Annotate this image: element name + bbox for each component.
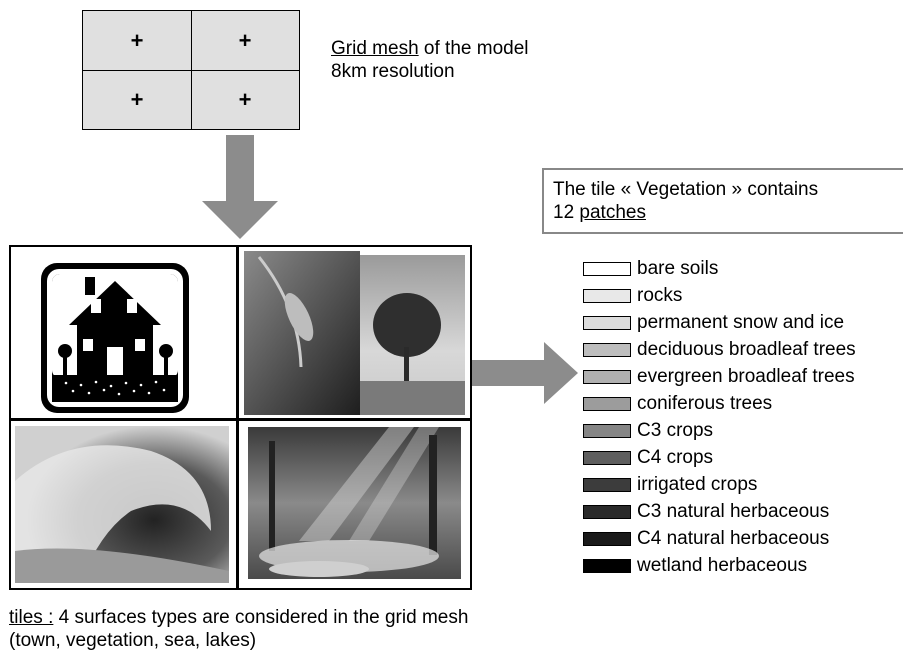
lakes-forest-icon [248,427,461,579]
legend-label: rocks [637,285,683,306]
vegetation-photo-icon [244,251,465,415]
grid-mesh: + + + + [82,10,300,130]
grid-caption-rest: of the model [418,38,529,59]
legend-swatch [583,316,631,330]
legend-swatch [583,262,631,276]
legend-label: deciduous broadleaf trees [637,339,856,360]
right-arrow-icon [472,342,578,404]
vegetation-tile-line1: The tile « Vegetation » contains [553,179,819,200]
legend-label: C4 natural herbaceous [637,528,830,549]
legend-swatch [583,532,631,546]
down-arrow-icon [202,135,278,239]
legend-swatch [583,289,631,303]
legend-swatch [583,478,631,492]
tiles-caption-line2: (town, vegetation, sea, lakes) [9,630,257,651]
grid-cell-marker: + [238,27,252,53]
tiles-caption-rest: 4 surfaces types are considered in the g… [53,607,469,628]
legend-swatch [583,343,631,357]
right-arrow-shape [472,342,578,404]
legend-item: C4 natural herbaceous [583,527,829,551]
vegetation-tile-line2: 12 patches [553,201,818,224]
legend-swatch [583,559,631,573]
down-arrow-shape [202,135,278,239]
legend-swatch [583,424,631,438]
tile-town [11,247,236,418]
legend-swatch [583,451,631,465]
town-house-icon [41,263,189,413]
legend-label: bare soils [637,258,719,279]
grid-cell-marker: + [238,86,252,112]
tile-lakes [239,421,472,588]
legend-label: C4 crops [637,447,714,468]
legend-label: evergreen broadleaf trees [637,366,855,387]
legend-item: C3 crops [583,419,713,443]
legend-label: permanent snow and ice [637,312,845,333]
legend-item: C3 natural herbaceous [583,500,829,524]
sea-wave-icon [15,426,229,583]
legend-item: deciduous broadleaf trees [583,338,856,362]
grid-divider-horizontal [83,70,299,71]
legend-swatch [583,505,631,519]
tile-vegetation [239,247,472,418]
tile-sea [11,421,236,588]
legend-item: irrigated crops [583,473,757,497]
grid-caption-underlined: Grid mesh [331,38,419,59]
legend-item: bare soils [583,257,718,281]
legend-swatch [583,370,631,384]
legend-item: C4 crops [583,446,713,470]
tiles-caption: tiles : 4 surfaces types are considered … [9,606,468,652]
legend-label: irrigated crops [637,474,758,495]
legend-label: coniferous trees [637,393,773,414]
legend-item: wetland herbaceous [583,554,807,578]
vegetation-tile-box: The tile « Vegetation » contains 12 patc… [542,168,903,234]
vegetation-tile-count: 12 [553,202,580,223]
grid-caption-line1: Grid mesh of the model [331,37,528,60]
grid-cell-marker: + [130,27,144,53]
legend-item: coniferous trees [583,392,772,416]
tiles-caption-line1: tiles : 4 surfaces types are considered … [9,606,468,629]
grid-resolution: 8km resolution [331,61,455,82]
legend-item: rocks [583,284,682,308]
legend-label: C3 crops [637,420,714,441]
grid-caption: Grid mesh of the model 8km resolution [331,37,528,83]
vegetation-tile-patches: patches [579,202,646,223]
legend-swatch [583,397,631,411]
vegetation-tile-text: The tile « Vegetation » contains 12 patc… [553,178,818,224]
tiles-caption-underlined: tiles : [9,607,54,628]
legend-label: C3 natural herbaceous [637,501,830,522]
tiles-divider-vertical [236,247,239,588]
legend-item: evergreen broadleaf trees [583,365,855,389]
grid-cell-marker: + [130,86,144,112]
tiles-panel [9,245,472,590]
tiles-divider-horizontal [11,418,470,421]
legend-label: wetland herbaceous [637,555,808,576]
legend-item: permanent snow and ice [583,311,844,335]
